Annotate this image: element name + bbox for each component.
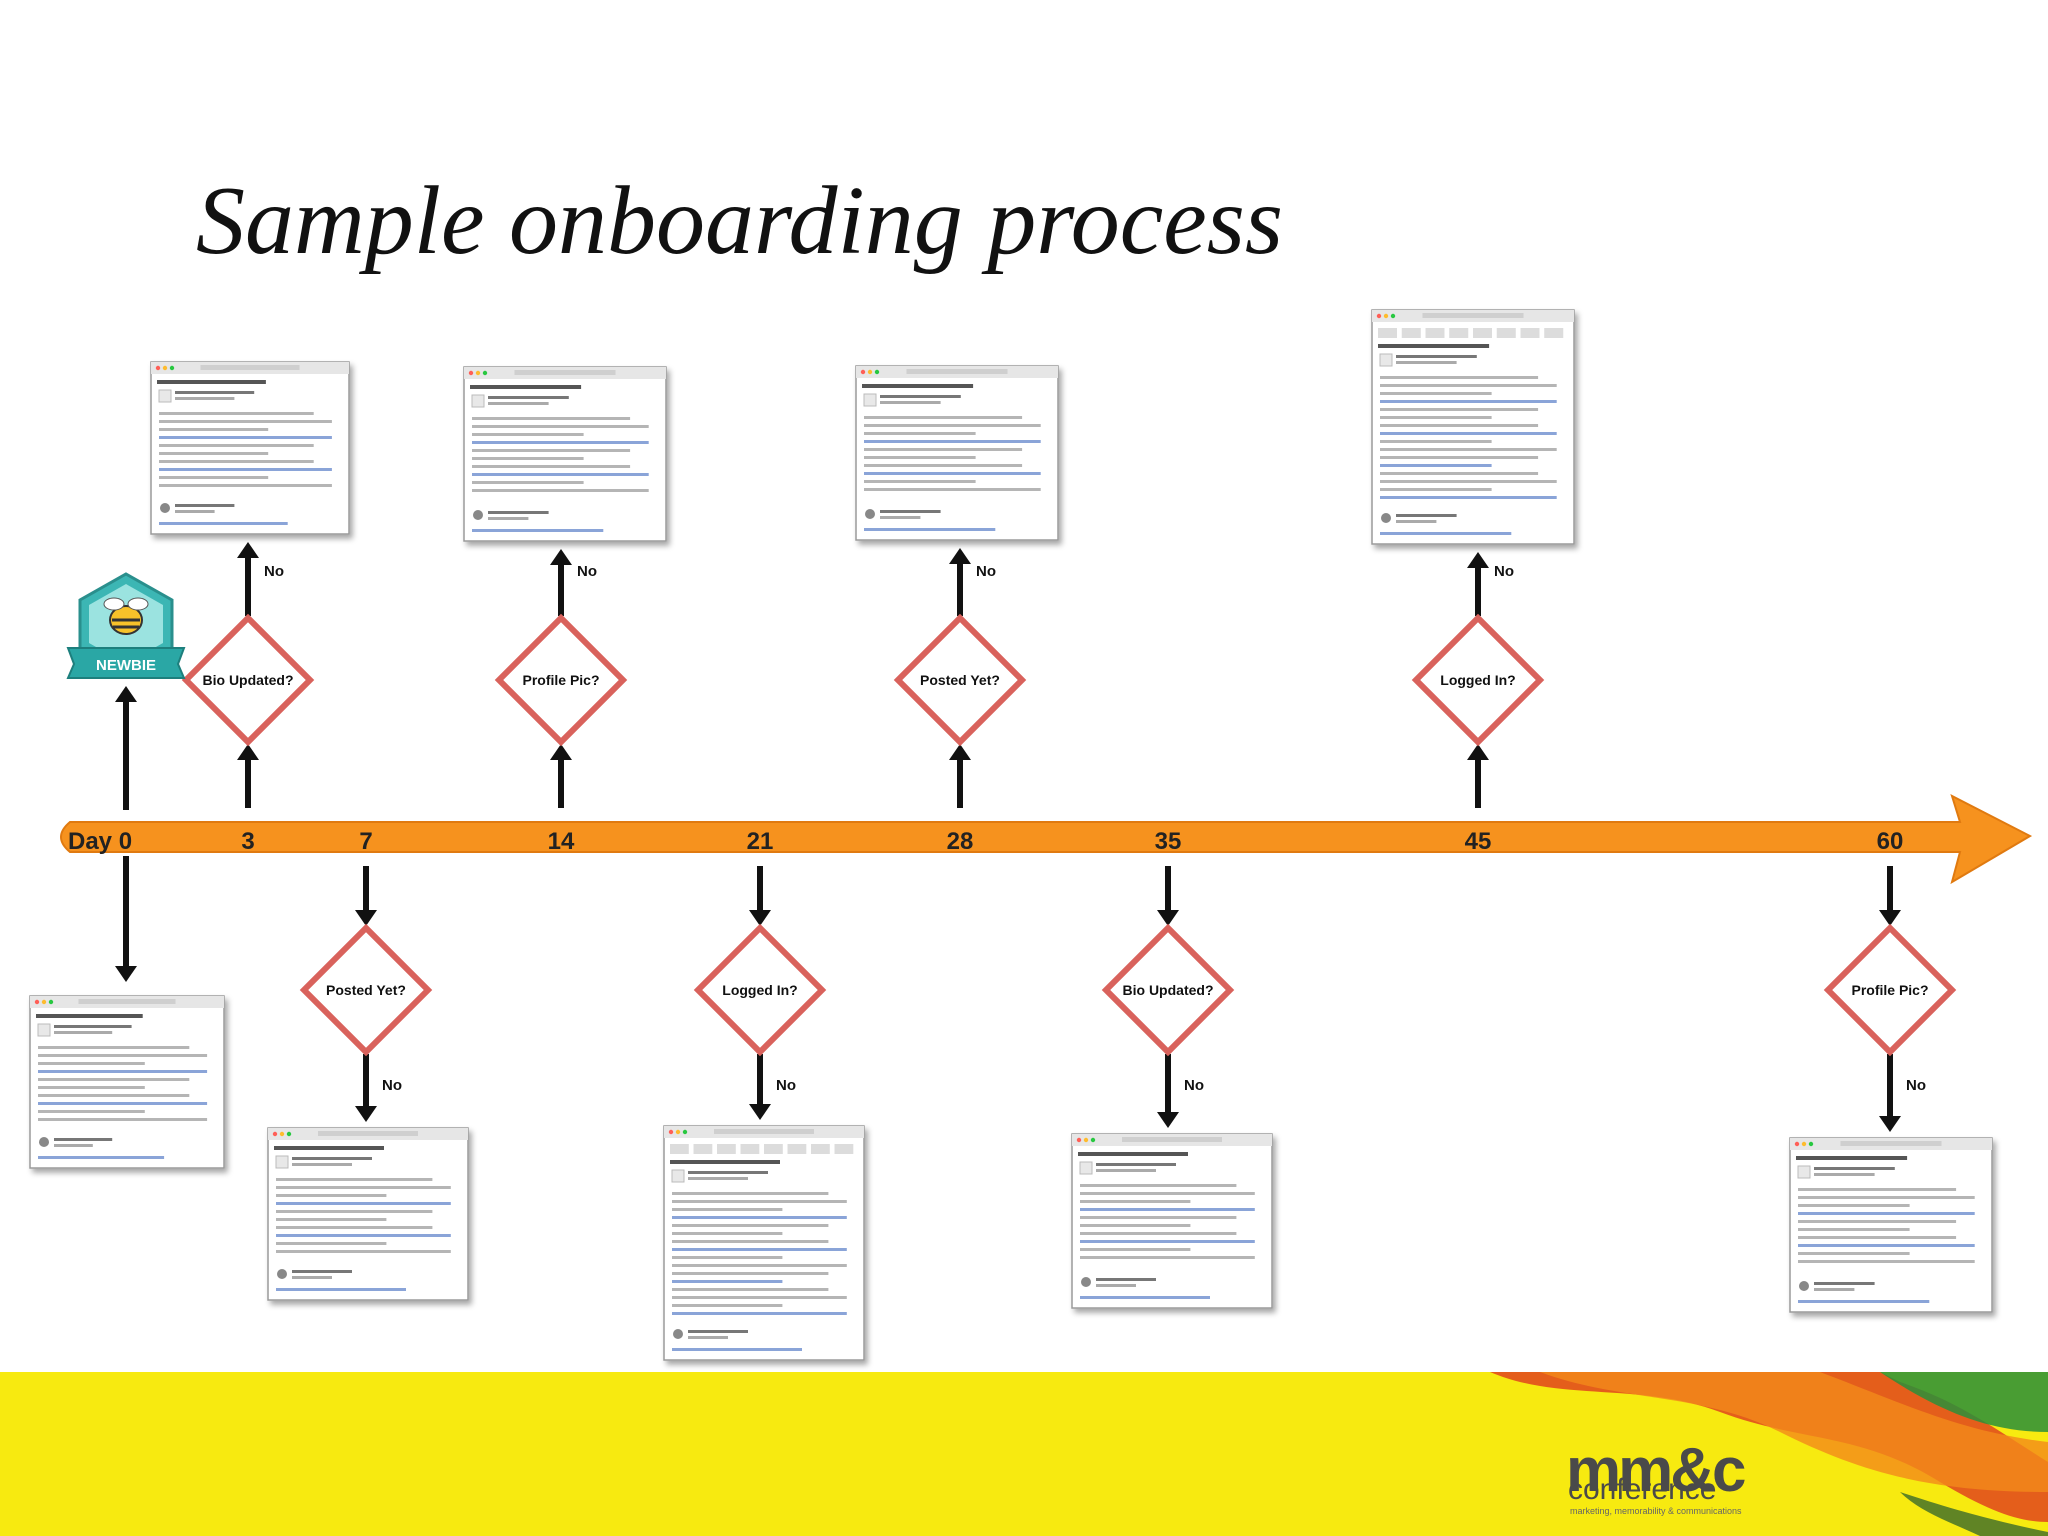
no-branch-arrow xyxy=(749,1054,771,1120)
day-arrow-down xyxy=(1157,866,1179,926)
no-branch-arrow xyxy=(949,548,971,616)
day-label: 28 xyxy=(947,828,974,855)
no-branch-label: No xyxy=(1906,1077,1926,1094)
day-label: 14 xyxy=(548,828,575,855)
day-label: 35 xyxy=(1155,828,1182,855)
footer-band xyxy=(0,1372,2048,1536)
decision-question: Posted Yet? xyxy=(920,672,1000,688)
day-arrow-up xyxy=(550,744,572,808)
day-label: 60 xyxy=(1877,828,1904,855)
no-branch-arrow xyxy=(355,1054,377,1122)
no-branch-label: No xyxy=(382,1077,402,1094)
email-screenshot xyxy=(1071,1133,1273,1309)
day-arrow-up xyxy=(1467,744,1489,808)
decision-diamond: Bio Updated? xyxy=(1101,923,1235,1057)
decision-diamond: Logged In? xyxy=(693,923,827,1057)
email-screenshot xyxy=(267,1127,469,1301)
no-branch-arrow xyxy=(237,542,259,616)
newbie-badge-label: NEWBIE xyxy=(96,657,156,674)
day-arrow-down xyxy=(355,866,377,926)
day-label: Day 0 xyxy=(68,828,132,855)
decision-question: Logged In? xyxy=(1440,672,1515,688)
day-arrow-up xyxy=(949,744,971,808)
no-branch-arrow xyxy=(1157,1054,1179,1128)
email-screenshot xyxy=(1371,309,1575,545)
newbie-badge-icon: NEWBIE xyxy=(66,572,186,679)
decision-question: Logged In? xyxy=(722,982,797,998)
decision-question: Bio Updated? xyxy=(203,672,294,688)
day-label: 45 xyxy=(1465,828,1492,855)
decision-question: Profile Pic? xyxy=(1851,982,1928,998)
timeline-axis xyxy=(60,794,2033,885)
decision-diamond: Logged In? xyxy=(1411,613,1545,747)
conference-logo-subtitle: conference xyxy=(1568,1473,1717,1506)
slide-title: Sample onboarding process xyxy=(196,167,1283,275)
conference-logo-tagline: marketing, memorability & communications xyxy=(1570,1506,1742,1516)
decision-diamond: Profile Pic? xyxy=(1823,923,1957,1057)
conference-logo: mm&c xyxy=(1566,1436,1747,1505)
no-branch-arrow xyxy=(1467,552,1489,616)
decision-diamond: Profile Pic? xyxy=(494,613,628,747)
email-screenshot xyxy=(463,366,667,542)
no-branch-label: No xyxy=(264,563,284,580)
no-branch-label: No xyxy=(1494,563,1514,580)
no-branch-arrow xyxy=(550,549,572,616)
decision-diamond: Posted Yet? xyxy=(893,613,1027,747)
day0-up-arrow xyxy=(115,686,137,810)
decision-question: Posted Yet? xyxy=(326,982,406,998)
day-label: 3 xyxy=(241,828,254,855)
email-screenshot xyxy=(29,995,225,1169)
email-screenshot xyxy=(150,361,350,535)
day-arrow-down xyxy=(749,866,771,926)
footer-wave-graphic xyxy=(1490,1372,2048,1536)
email-screenshot xyxy=(855,365,1059,541)
decision-diamond: Posted Yet? xyxy=(299,923,433,1057)
decision-question: Profile Pic? xyxy=(522,672,599,688)
no-branch-arrow xyxy=(1879,1054,1901,1132)
email-screenshot xyxy=(1789,1137,1993,1313)
email-screenshot xyxy=(663,1125,865,1361)
no-branch-label: No xyxy=(776,1077,796,1094)
day-arrow-up xyxy=(237,744,259,808)
day-arrow-down xyxy=(1879,866,1901,926)
day0-down-arrow xyxy=(115,856,137,982)
no-branch-label: No xyxy=(976,563,996,580)
decision-diamond: Bio Updated? xyxy=(181,613,315,747)
no-branch-label: No xyxy=(577,563,597,580)
day-label: 7 xyxy=(359,828,372,855)
no-branch-label: No xyxy=(1184,1077,1204,1094)
decision-question: Bio Updated? xyxy=(1123,982,1214,998)
day-label: 21 xyxy=(747,828,774,855)
